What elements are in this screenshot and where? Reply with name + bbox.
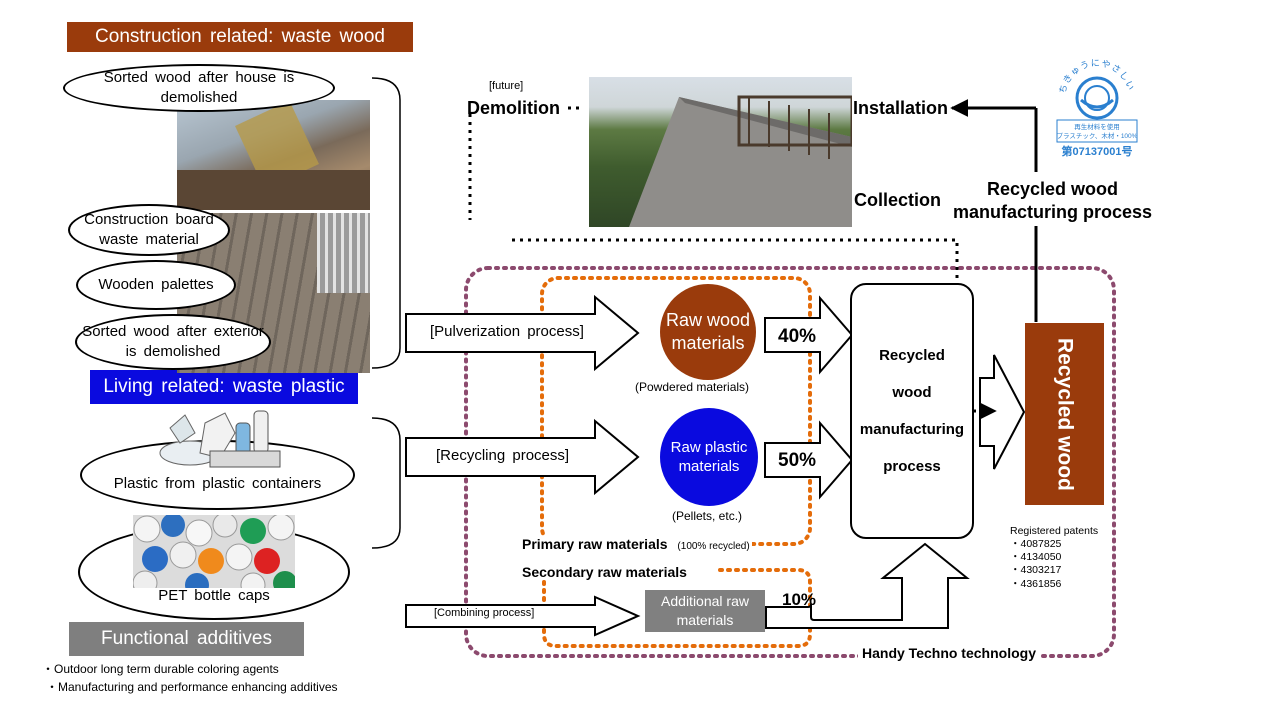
plastic-containers-illustration [150,403,290,473]
patents-title: Registered patents [1010,525,1099,537]
recycling-arrow [405,418,640,496]
demolished-house-photo [177,100,370,210]
manufacturing-box-line-1: Recycled [879,347,945,364]
registered-patents: Registered patents ・4087825 ・4134050 ・43… [1010,525,1098,591]
combining-arrow [405,595,641,637]
powdered-materials-label: (Powdered materials) [635,380,750,394]
combining-process-label: [Combining process] [434,607,535,619]
plastic-containers-label: Plastic from plastic containers [80,440,355,510]
primary-raw-materials-label: Primary raw materials (100% recycled) [520,536,752,552]
secondary-raw-materials-label: Secondary raw materials [522,564,687,580]
recycling-process-label: [Recycling process] [436,447,570,464]
pet-caps-photo [133,515,295,588]
eco-mark-line-2: プラスチック、木材・100% [1057,131,1138,140]
primary-materials-frame [540,276,812,546]
recycled-wood-product: Recycled wood [1025,323,1104,505]
living-header: Living related: waste plastic [90,370,358,404]
installed-deck-photo [589,77,852,227]
recycled-wood-process-label: Recycled wood manufacturing process [950,178,1155,225]
functional-additives-header: Functional additives [69,622,304,656]
patent-number: ・4087825 [1010,538,1062,551]
recycled-wood-product-label: Recycled wood [1053,337,1077,491]
demolition-label: Demolition [467,98,560,118]
plastic-percent: 50% [778,450,817,471]
wooden-palettes-label: Wooden palettes [76,260,236,310]
pulverization-process-label: [Pulverization process] [430,323,584,340]
additional-percent: 10% [782,590,817,609]
output-arrow [979,354,1026,470]
manufacturing-box-line-4: process [883,458,941,475]
eco-mark-number: 第07137001号 [1062,144,1133,158]
sorted-wood-house-label: Sorted wood after house is demolished [63,64,335,112]
additional-feed-arrow [765,542,970,629]
secondary-materials-frame [542,568,812,648]
patent-number: ・4134050 [1010,551,1062,564]
wood-percent-arrow [764,295,854,375]
construction-header: Construction related: waste wood [67,22,413,52]
patent-number: ・4361856 [1010,577,1062,590]
primary-raw-materials-text: Primary raw materials [522,536,668,552]
primary-recycled-note: (100% recycled) [677,541,750,552]
sorted-wood-exterior-label: Sorted wood after exterior is demolished [75,314,271,370]
functional-note-additives: ・Manufacturing and performance enhancing… [46,680,338,694]
plastic-brace [371,417,401,549]
pulverization-arrow [405,294,640,372]
manufacturing-box-line-3: manufacturing [859,421,965,438]
eco-mark-logo: ちきゅうにやさしい 再生材料を使用 プラスチック、木材・100% 第071370… [1053,58,1141,160]
future-label: [future] [489,80,524,92]
handy-techno-technology-label: Handy Techno technology [858,645,1040,661]
pellets-label: (Pellets, etc.) [672,509,743,523]
raw-wood-materials-circle: Raw wood materials [660,284,756,380]
construction-brace [371,77,401,369]
raw-plastic-materials-circle: Raw plastic materials [660,408,758,506]
patent-number: ・4303217 [1010,564,1062,577]
wood-percent: 40% [778,326,817,347]
construction-board-label: Construction board waste material [68,204,230,256]
collection-label: Collection [854,190,942,210]
functional-note-coloring: ・Outdoor long term durable coloring agen… [42,662,279,676]
installation-label: Installation [853,98,949,118]
manufacturing-process-box: Recycled wood manufacturing process [850,283,974,539]
plastic-percent-arrow [764,420,854,500]
manufacturing-box-line-2: wood [892,384,932,401]
eco-mark-line-1: 再生材料を使用 [1074,122,1120,131]
additional-raw-materials-box: Additional raw materials [645,590,765,632]
